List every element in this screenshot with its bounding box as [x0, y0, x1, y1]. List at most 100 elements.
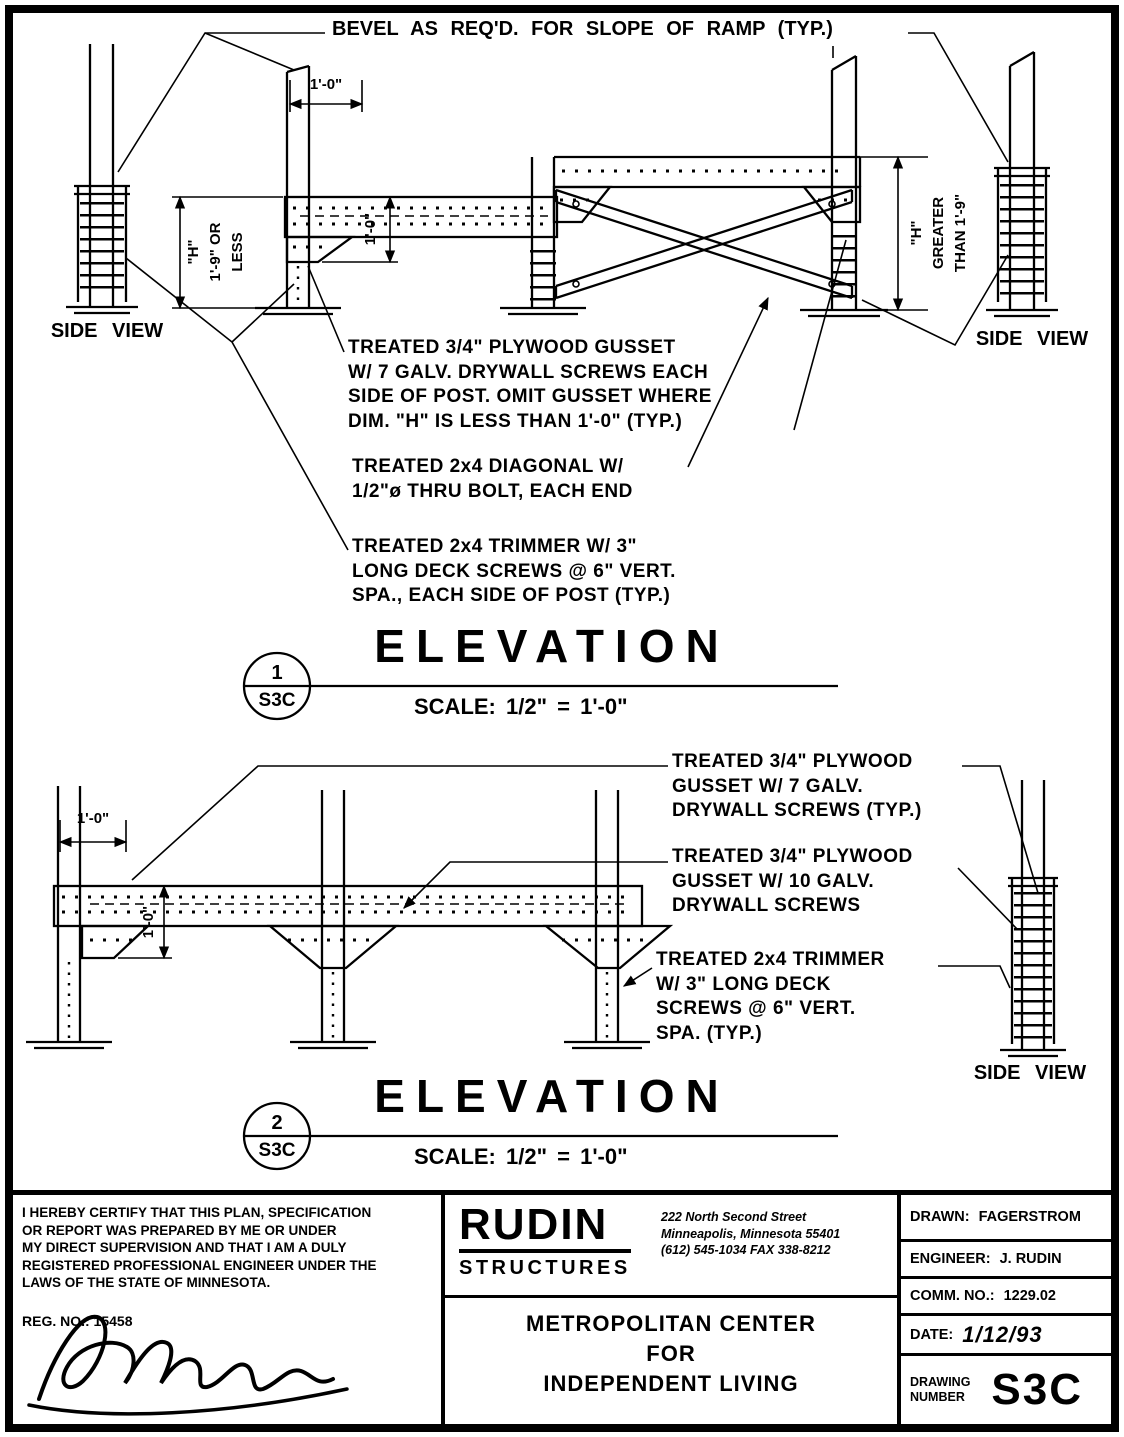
dimension-line-text: "H" [185, 239, 202, 265]
dimension-gusset-height: 1'-0" [362, 212, 379, 246]
certification-line: REGISTERED PROFESSIONAL ENGINEER UNDER T… [22, 1257, 377, 1273]
drawing-linework [26, 32, 1066, 1171]
note-line: TREATED 3/4" PLYWOOD GUSSET [348, 337, 676, 358]
note-line: DRYWALL SCREWS [672, 895, 861, 916]
detail1-sheet: S3C [258, 690, 296, 711]
note-line: SPA., EACH SIDE OF POST (TYP.) [352, 585, 671, 606]
dimension-top-width: 1'-0" [309, 76, 343, 93]
elevation1-scale: SCALE: 1/2" = 1'-0" [414, 694, 628, 719]
note-line: DRYWALL SCREWS (TYP.) [672, 800, 922, 821]
note-line: SPA. (TYP.) [656, 1022, 763, 1044]
date-value: 1/12/93 [962, 1321, 1043, 1347]
project-line: METROPOLITAN CENTER [526, 1311, 816, 1336]
note-line: LONG DECK SCREWS @ 6" VERT. [352, 560, 676, 582]
elevation2-scale: SCALE: 1/2" = 1'-0" [414, 1144, 628, 1169]
dimension-line-text: 1'-9" OR [207, 222, 224, 282]
side-view-right-label: SIDE VIEW [975, 328, 1089, 350]
project-name: METROPOLITAN CENTER FOR INDEPENDENT LIVI… [445, 1309, 897, 1399]
certification-line: MY DIRECT SUPERVISION AND THAT I AM A DU… [22, 1240, 347, 1255]
drawing-number-label-line: DRAWING [910, 1375, 971, 1389]
firm-cell: RUDIN STRUCTURES 222 North Second Street… [445, 1195, 901, 1424]
info-cell: DRAWN: FAGERSTROM ENGINEER: J. RUDIN COM… [901, 1195, 1111, 1424]
dimension-line-text: LESS [229, 232, 246, 272]
elevation2-dimensions [58, 820, 172, 960]
elevation1-side-view-left [66, 44, 138, 315]
dimension-line-text: GREATER [930, 196, 947, 270]
note-line: DIM. "H" IS LESS THAN 1'-0" (TYP.) [348, 410, 683, 432]
detail-bubble-1 [242, 651, 838, 721]
elevation1-title: ELEVATION [374, 620, 730, 672]
detail-bubble-2 [242, 1101, 838, 1171]
note-line: 1/2"ø THRU BOLT, EACH END [352, 480, 633, 502]
commission-value: 1229.02 [1003, 1288, 1056, 1304]
note-line: W/ 3" LONG DECK [656, 973, 831, 995]
elevation2-title: ELEVATION [374, 1070, 730, 1122]
dimension-line-text: THAN 1'-9" [952, 193, 969, 273]
firm-address: 222 North Second Street Minneapolis, Min… [661, 1209, 840, 1259]
address-line: Minneapolis, Minnesota 55401 [661, 1226, 841, 1241]
date-row: DATE: 1/12/93 [901, 1316, 1111, 1356]
firm-name: RUDIN [459, 1203, 631, 1253]
note-line: TREATED 2x4 TRIMMER [656, 949, 885, 970]
address-line: 222 North Second Street [661, 1210, 807, 1224]
drawn-value: FAGERSTROM [978, 1209, 1081, 1225]
drawing-number-row: DRAWING NUMBER S3C [901, 1356, 1111, 1424]
side-view-left-label: SIDE VIEW [50, 320, 164, 342]
drawing-number: S3C [991, 1365, 1084, 1414]
firm-logo: RUDIN STRUCTURES [459, 1203, 631, 1280]
note-trimmer: TREATED 2x4 TRIMMER W/ 3" LONG DECK SCRE… [352, 535, 676, 609]
drawn-label: DRAWN: [910, 1209, 970, 1225]
certification-line: LAWS OF THE STATE OF MINNESOTA. [22, 1275, 271, 1290]
engineer-value: J. RUDIN [999, 1251, 1062, 1267]
note-line: GUSSET W/ 10 GALV. [672, 870, 875, 892]
commission-row: COMM. NO.: 1229.02 [901, 1279, 1111, 1316]
project-line: INDEPENDENT LIVING [543, 1371, 799, 1396]
dimension2-gusset-height: 1'-0" [140, 905, 157, 939]
note-diagonal: TREATED 2x4 DIAGONAL W/ 1/2"ø THRU BOLT,… [352, 455, 633, 504]
note-line: TREATED 2x4 TRIMMER W/ 3" [352, 536, 638, 557]
note-line: TREATED 2x4 DIAGONAL W/ [352, 456, 624, 477]
note-line: TREATED 3/4" PLYWOOD [672, 846, 913, 867]
note-gusset-7-screws: TREATED 3/4" PLYWOOD GUSSET W/ 7 GALV. D… [672, 750, 922, 824]
elevation2-side-view [1000, 780, 1066, 1058]
certification-line: I HEREBY CERTIFY THAT THIS PLAN, SPECIFI… [22, 1205, 372, 1220]
engineer-label: ENGINEER: [910, 1251, 991, 1267]
engineer-signature [27, 1314, 349, 1416]
elevation1-leaders [117, 32, 1009, 551]
date-label: DATE: [910, 1326, 954, 1343]
address-line: (612) 545-1034 FAX 338-8212 [661, 1243, 831, 1257]
certification-line: OR REPORT WAS PREPARED BY ME OR UNDER [22, 1222, 337, 1238]
note-line: TREATED 3/4" PLYWOOD [672, 751, 913, 772]
dimension2-top-width: 1'-0" [76, 810, 110, 827]
detail1-number: 1 [271, 662, 283, 684]
dimension-h-right: "H" GREATER THAN 1'-9" [906, 153, 976, 313]
project-line: FOR [646, 1341, 696, 1366]
side-view-2-label: SIDE VIEW [973, 1062, 1087, 1084]
divider [445, 1295, 897, 1298]
elevation1-structure [255, 55, 888, 318]
note-plywood-gusset: TREATED 3/4" PLYWOOD GUSSET W/ 7 GALV. D… [348, 336, 712, 434]
elevation1-side-view-right [986, 51, 1058, 318]
drawing-number-label: DRAWING NUMBER [910, 1375, 970, 1405]
detail2-number: 2 [271, 1112, 283, 1134]
elevation2-structure [26, 786, 674, 1050]
certification-text: I HEREBY CERTIFY THAT THIS PLAN, SPECIFI… [13, 1195, 441, 1292]
dimension-line-text: "H" [908, 220, 925, 246]
note-line: W/ 7 GALV. DRYWALL SCREWS EACH [348, 361, 709, 383]
bevel-note: BEVEL AS REQ'D. FOR SLOPE OF RAMP (TYP.) [332, 18, 833, 40]
drawing-number-label-line: NUMBER [910, 1390, 965, 1404]
note-trimmer-2: TREATED 2x4 TRIMMER W/ 3" LONG DECK SCRE… [656, 948, 885, 1046]
firm-type: STRUCTURES [459, 1257, 631, 1279]
elevation2-leaders [131, 765, 1039, 989]
commission-label: COMM. NO.: [910, 1288, 995, 1304]
note-line: SIDE OF POST. OMIT GUSSET WHERE [348, 386, 712, 407]
drawn-row: DRAWN: FAGERSTROM [901, 1195, 1111, 1242]
note-line: SCREWS @ 6" VERT. [656, 998, 856, 1019]
elevation1-dimensions [172, 80, 928, 312]
detail2-sheet: S3C [258, 1140, 296, 1161]
title-block: I HEREBY CERTIFY THAT THIS PLAN, SPECIFI… [13, 1190, 1111, 1424]
note-gusset-10-screws: TREATED 3/4" PLYWOOD GUSSET W/ 10 GALV. … [672, 845, 913, 919]
dimension-h-left: "H" 1'-9" OR LESS [183, 192, 253, 312]
note-line: GUSSET W/ 7 GALV. [672, 775, 864, 797]
